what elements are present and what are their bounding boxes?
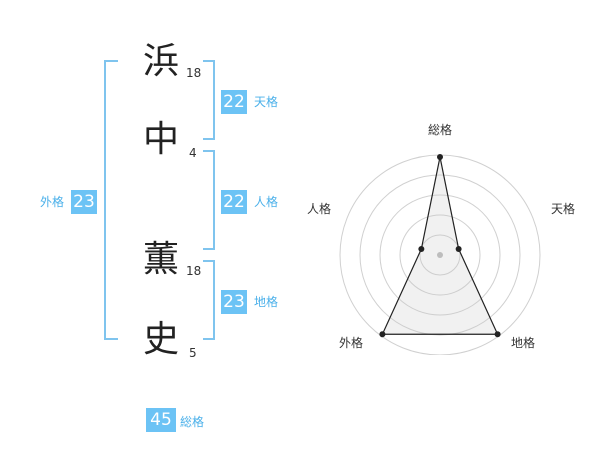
radar-grid-ring (419, 234, 461, 276)
radar-axis-label-gaikaku: 外格 (339, 336, 364, 350)
radar-center-dot (437, 252, 443, 258)
radar-point-4 (418, 245, 425, 252)
radar-point-2 (494, 331, 501, 338)
radar-grid-ring (359, 174, 521, 336)
radar-grid-ring (379, 194, 501, 316)
radar-axis-label-chikaku: 地格 (511, 336, 536, 350)
radar-axis-label-soukaku: 総格 (428, 123, 453, 137)
name-char-4: 史 (142, 319, 179, 360)
radar-grid-ring (399, 214, 481, 296)
gaikaku-bracket (104, 60, 118, 340)
stroke-count-3: 18 (186, 264, 202, 278)
radar-axis-label-jinkaku: 人格 (307, 202, 332, 216)
stroke-count-1: 18 (186, 66, 202, 80)
stroke-count-2: 4 (189, 146, 197, 160)
tenkaku-bracket (203, 60, 215, 140)
name-char-3: 薫 (142, 239, 179, 280)
radar-data (379, 154, 501, 338)
radar-point-0 (437, 154, 443, 160)
tenkaku-value-badge: 22 (221, 90, 247, 114)
gaikaku-value-badge: 23 (71, 190, 97, 214)
radar-axis-label-tenkaku: 天格 (551, 202, 576, 216)
chikaku-value-badge: 23 (221, 290, 247, 314)
jinkaku-value-badge: 22 (221, 190, 247, 214)
radar-point-3 (379, 331, 386, 338)
radar-series-area (381, 156, 499, 335)
radar-point-1 (455, 245, 462, 252)
radar-chart (339, 154, 541, 355)
gaikaku-label: 外格 (40, 195, 65, 209)
name-char-1: 浜 (142, 41, 179, 82)
tenkaku-label: 天格 (254, 95, 279, 109)
soukaku-value-badge: 45 (146, 408, 176, 432)
chikaku-bracket (203, 260, 215, 340)
name-char-2: 中 (142, 119, 179, 160)
stroke-count-4: 5 (189, 346, 197, 360)
jinkaku-label: 人格 (254, 195, 279, 209)
chikaku-label: 地格 (254, 295, 279, 309)
soukaku-label: 総格 (180, 415, 205, 429)
jinkaku-bracket (203, 150, 215, 250)
